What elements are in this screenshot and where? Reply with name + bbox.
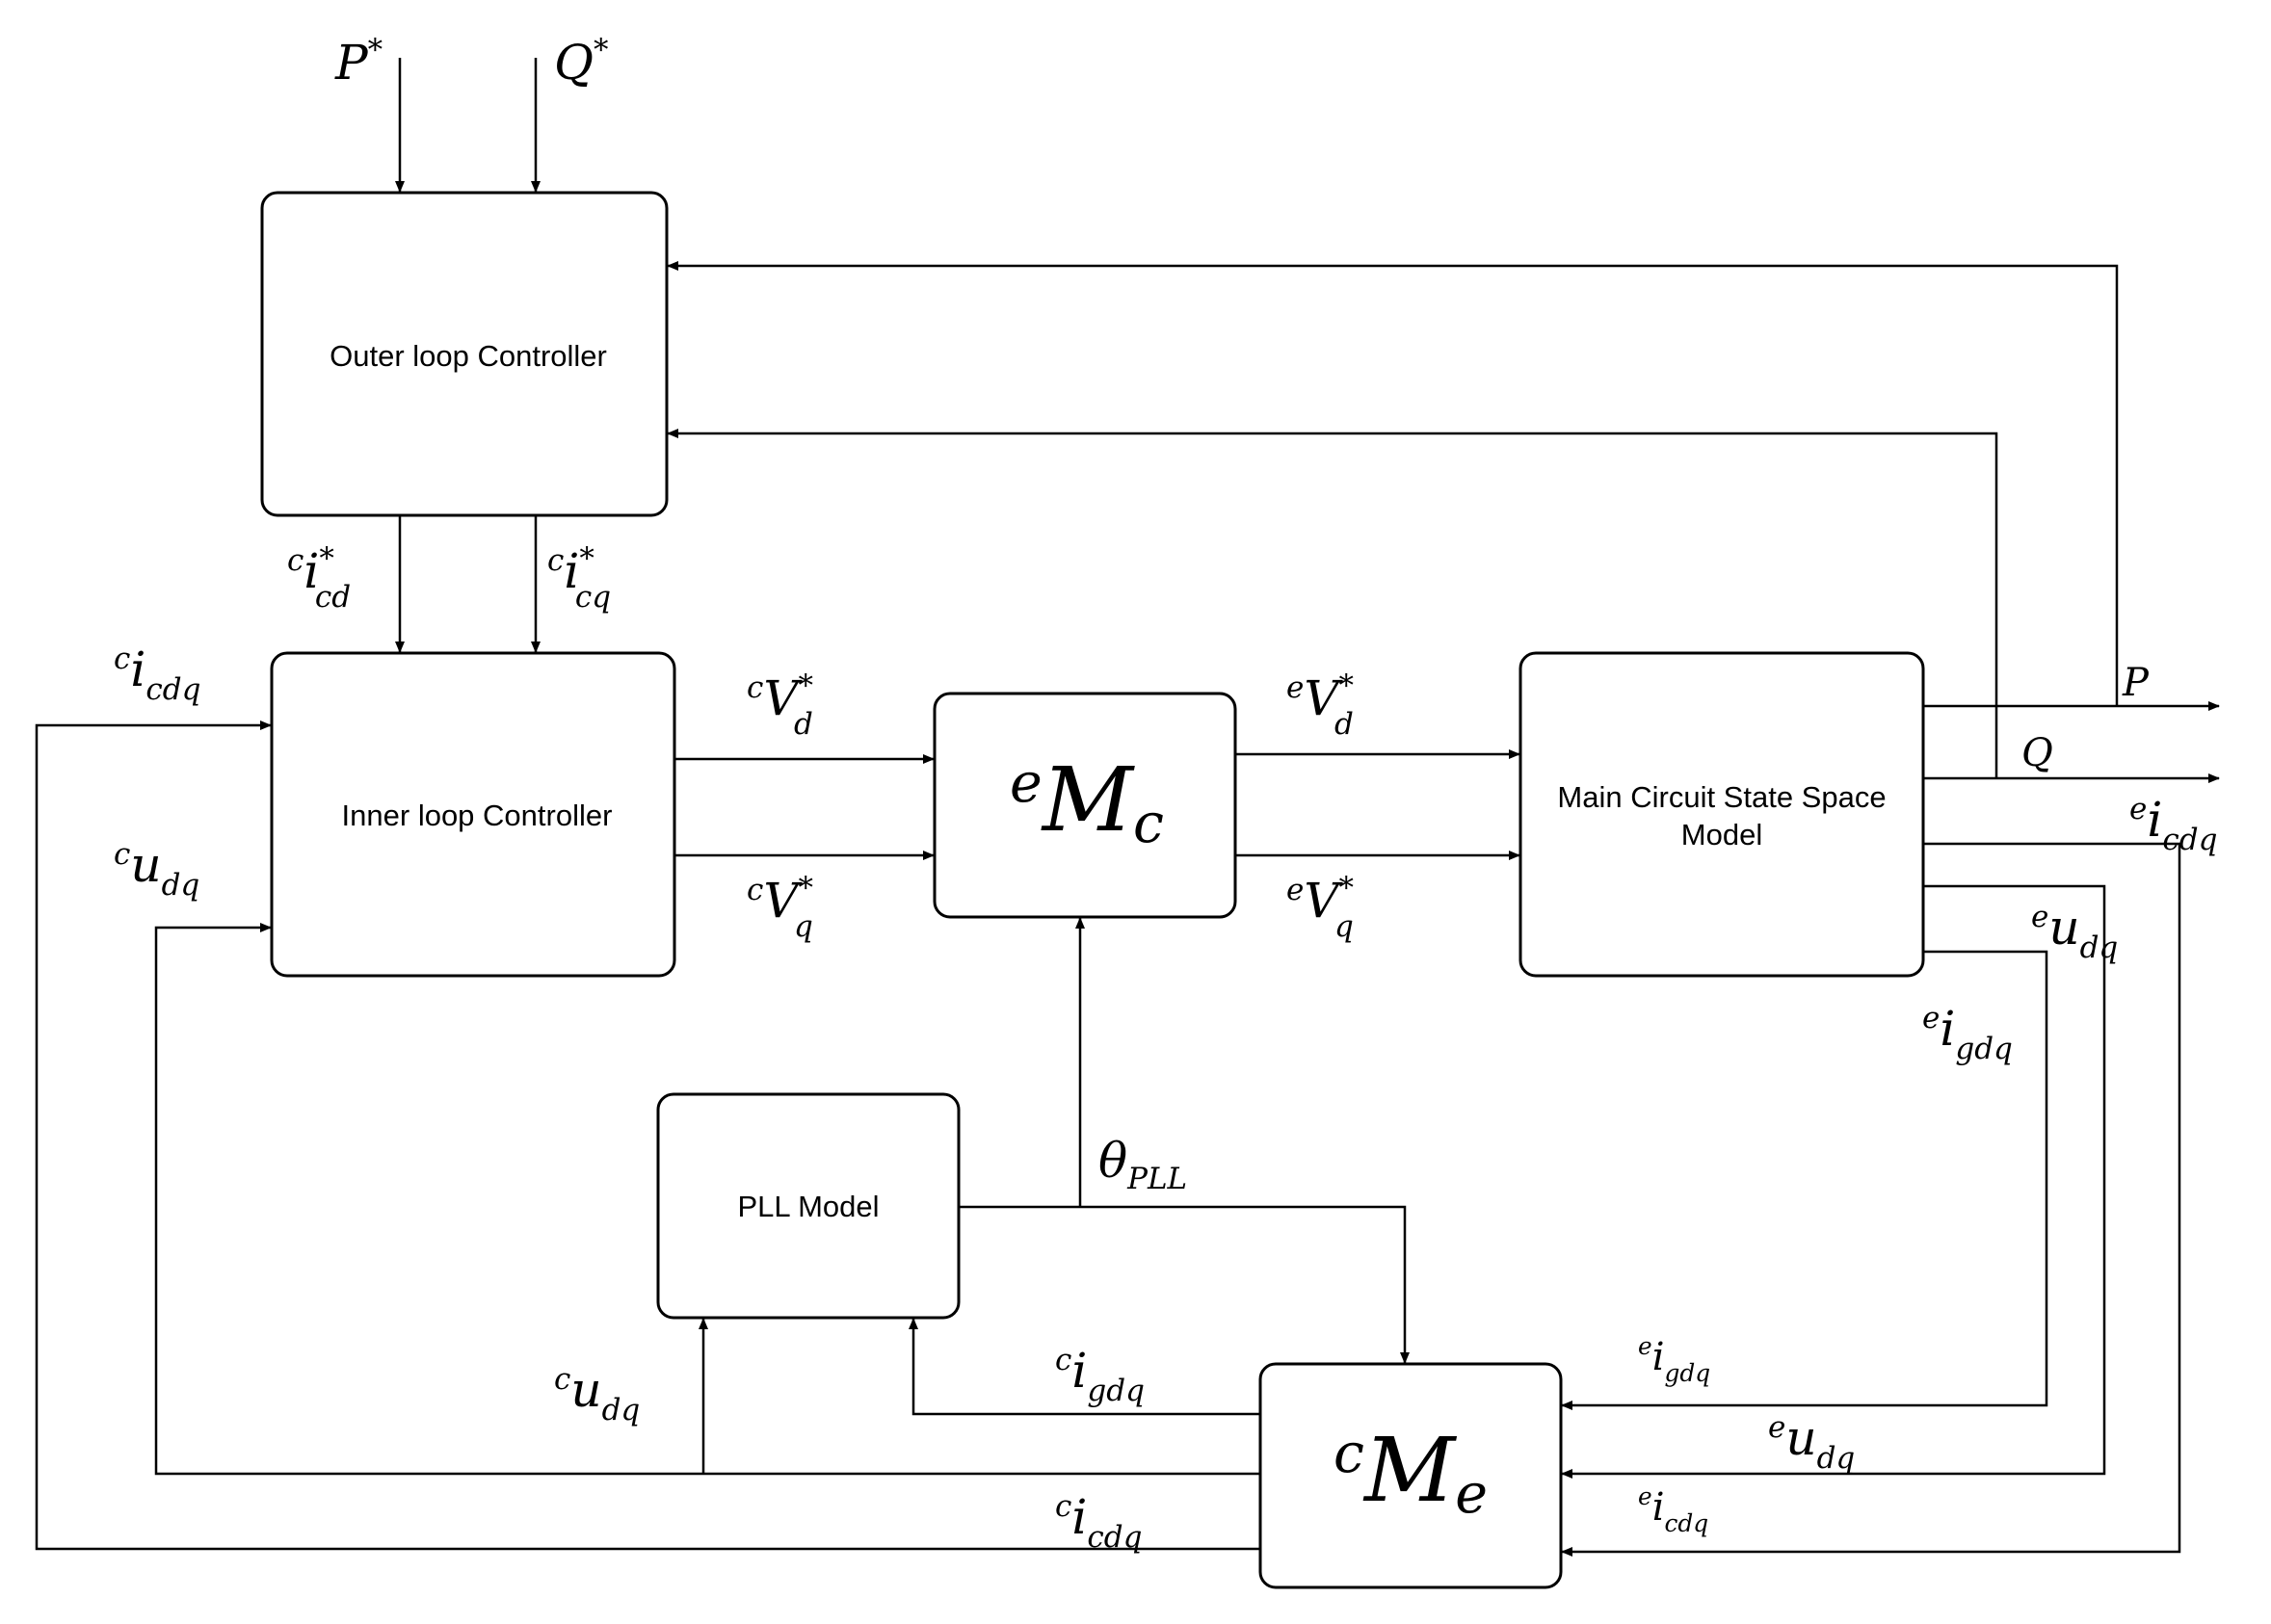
- p-ref-label: P*: [334, 33, 383, 91]
- p-feedback-arrow: [667, 261, 2119, 706]
- theta-to-cme-arrow: [959, 1205, 1410, 1364]
- cme-transform-label: cMe: [1334, 1419, 1488, 1526]
- connection-wires: [35, 58, 2220, 1557]
- e-udq-out-label: eudq: [2031, 900, 2118, 965]
- q-feedback-arrow: [667, 429, 1998, 778]
- c-udq-feedback-arrow: [154, 923, 1260, 1476]
- icd-ref-label: ci*cd: [287, 541, 351, 615]
- p-out-label: P: [2122, 661, 2150, 705]
- pll-model-block: PLL Model: [656, 1092, 961, 1320]
- c-igdq-to-pll-label: cigdq: [1055, 1343, 1145, 1408]
- e-icdq-in-label: eicdq: [1638, 1482, 1708, 1537]
- inner-loop-controller-frame: [270, 651, 676, 978]
- main-circuit-label-line1: Main Circuit State Space: [1557, 780, 1886, 814]
- e-igdq-feedback-arrow: [1561, 950, 2048, 1410]
- emc-transform-block: eMc: [933, 692, 1237, 919]
- inner-loop-controller-block: Inner loop Controller: [270, 651, 676, 978]
- e-vd-ref-label: eV*d: [1286, 668, 1354, 742]
- main-circuit-frame: [1518, 651, 1925, 978]
- c-vq-ref-label: cV*q: [747, 871, 813, 944]
- cme-transform-block: cMe: [1258, 1362, 1563, 1589]
- outer-loop-controller-block: Outer loop Controller: [260, 191, 669, 517]
- e-udq-in-label: eudq: [1768, 1410, 1855, 1476]
- inner-loop-controller-label: Inner loop Controller: [342, 799, 613, 832]
- emc-transform-frame: [933, 692, 1237, 919]
- emc-transform-label: eMc: [1010, 748, 1164, 855]
- c-vd-ref-label: cV*d: [747, 668, 813, 742]
- main-circuit-label-line2: Model: [1681, 818, 1762, 851]
- e-vq-ref-label: eV*q: [1286, 871, 1354, 944]
- c-udq-to-pll-label: cudq: [554, 1362, 640, 1428]
- pll-model-label: PLL Model: [737, 1190, 879, 1223]
- e-icdq-out-label: eicdq: [2129, 792, 2217, 857]
- e-igdq-in-label: eigdq: [1638, 1332, 1710, 1387]
- icq-ref-label: ci*cq: [547, 541, 611, 615]
- e-icdq-feedback-arrow: [1561, 842, 2181, 1557]
- main-circuit-block: Main Circuit State Space Model: [1518, 651, 1925, 978]
- theta-pll-label: θPLL: [1098, 1133, 1187, 1196]
- signal-labels: P* Q* ci*cd ci*cq cicdq cudq cV*d cV*q e…: [114, 33, 2217, 1555]
- c-icdq-back-label: cicdq: [1055, 1489, 1142, 1555]
- q-ref-label: Q*: [554, 33, 609, 91]
- c-icdq-in-label: cicdq: [114, 642, 200, 707]
- outer-loop-controller-frame: [260, 191, 669, 517]
- e-igdq-out-label: eigdq: [1922, 1001, 2013, 1066]
- q-out-label: Q: [2021, 731, 2053, 775]
- c-igdq-to-pll-arrow: [909, 1318, 1260, 1416]
- e-udq-feedback-arrow: [1561, 884, 2106, 1479]
- outer-loop-controller-label: Outer loop Controller: [330, 339, 607, 373]
- c-icdq-feedback-arrow: [35, 720, 1260, 1551]
- c-udq-in-label: cudq: [114, 837, 199, 903]
